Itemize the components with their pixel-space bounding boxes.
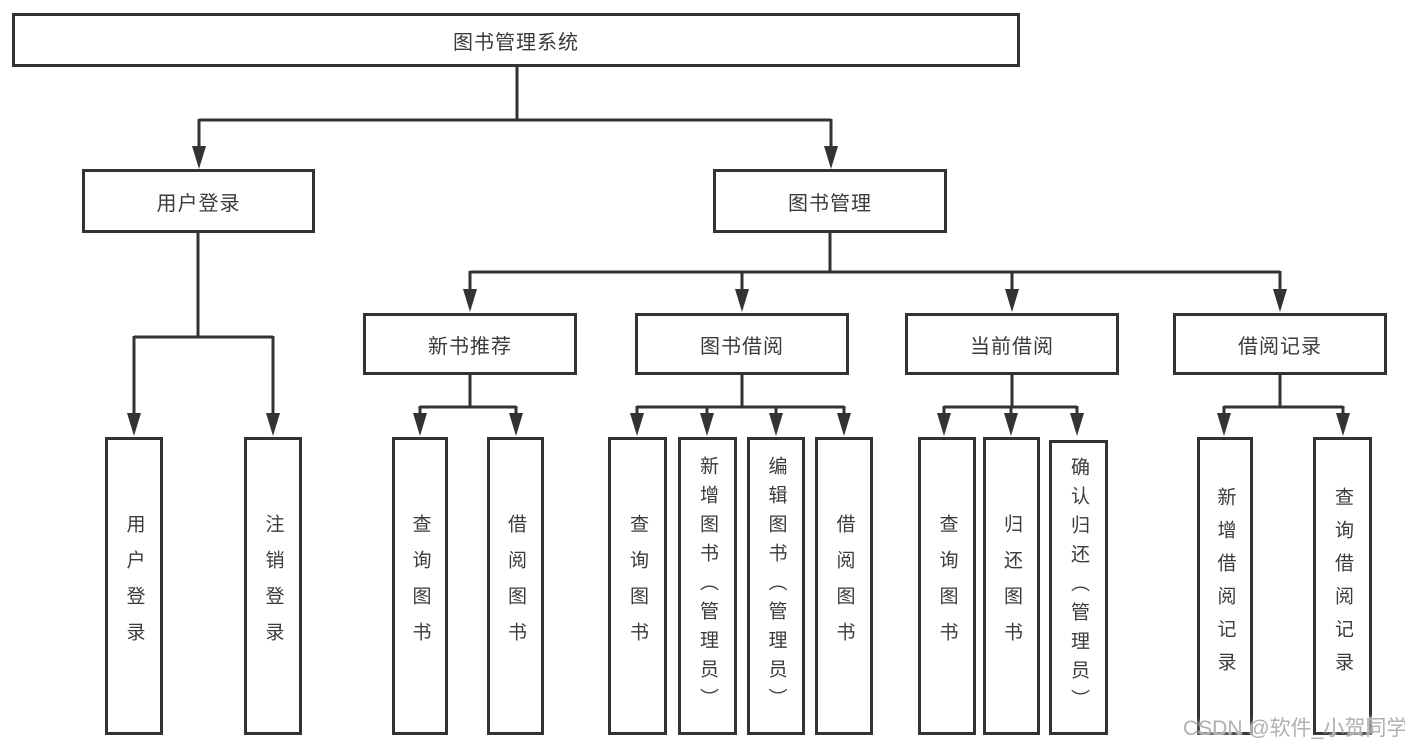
node-label: 图书管理系统	[453, 31, 579, 54]
node-label: 查询图书	[936, 514, 958, 658]
node-label: 用户登录	[156, 192, 241, 215]
node-label: 确认归还（管理员）	[1068, 457, 1089, 718]
node-label: 归还图书	[1001, 514, 1022, 658]
leaf-edit-books-admin: 编辑图书（管理员）	[747, 437, 805, 735]
node-label: 编辑图书（管理员）	[765, 455, 787, 717]
node-user-login: 用户登录	[82, 169, 315, 233]
leaf-borrow-books-recommend: 借阅图书	[487, 437, 544, 735]
node-library-management-system: 图书管理系统	[12, 13, 1020, 67]
leaf-add-borrow-record: 新增借阅记录	[1197, 437, 1253, 735]
node-new-book-recommendation: 新书推荐	[363, 313, 577, 375]
leaf-query-books-current: 查询图书	[918, 437, 976, 735]
node-label: 查询图书	[627, 514, 648, 658]
node-label: 借阅记录	[1238, 335, 1322, 358]
node-label: 借阅图书	[505, 514, 526, 658]
leaf-user-login: 用户登录	[105, 437, 163, 735]
node-label: 查询借阅记录	[1332, 487, 1353, 685]
leaf-return-books: 归还图书	[983, 437, 1040, 735]
node-label: 新书推荐	[428, 335, 512, 358]
node-label: 注销登录	[262, 514, 284, 658]
node-label: 图书借阅	[700, 335, 784, 358]
node-current-borrowing: 当前借阅	[905, 313, 1119, 375]
leaf-add-books-admin: 新增图书（管理员）	[678, 437, 737, 735]
leaf-borrow-books-borrowing: 借阅图书	[815, 437, 873, 735]
node-label: 图书管理	[788, 192, 872, 215]
node-label: 用户登录	[123, 514, 145, 658]
leaf-logout: 注销登录	[244, 437, 302, 735]
node-label: 新增图书（管理员）	[697, 455, 718, 717]
csdn-watermark: CSDN @软件_小贺同学	[1183, 717, 1405, 740]
node-book-management: 图书管理	[713, 169, 947, 233]
node-label: 新增借阅记录	[1214, 487, 1236, 685]
leaf-query-books-borrowing: 查询图书	[608, 437, 667, 735]
node-label: 查询图书	[409, 514, 431, 658]
leaf-confirm-return-admin: 确认归还（管理员）	[1049, 440, 1108, 735]
leaf-query-borrow-record: 查询借阅记录	[1313, 437, 1372, 735]
node-label: 当前借阅	[970, 335, 1054, 358]
node-book-borrowing: 图书借阅	[635, 313, 849, 375]
node-label: 借阅图书	[833, 514, 855, 658]
leaf-query-books-recommend: 查询图书	[392, 437, 448, 735]
node-borrowing-records: 借阅记录	[1173, 313, 1387, 375]
